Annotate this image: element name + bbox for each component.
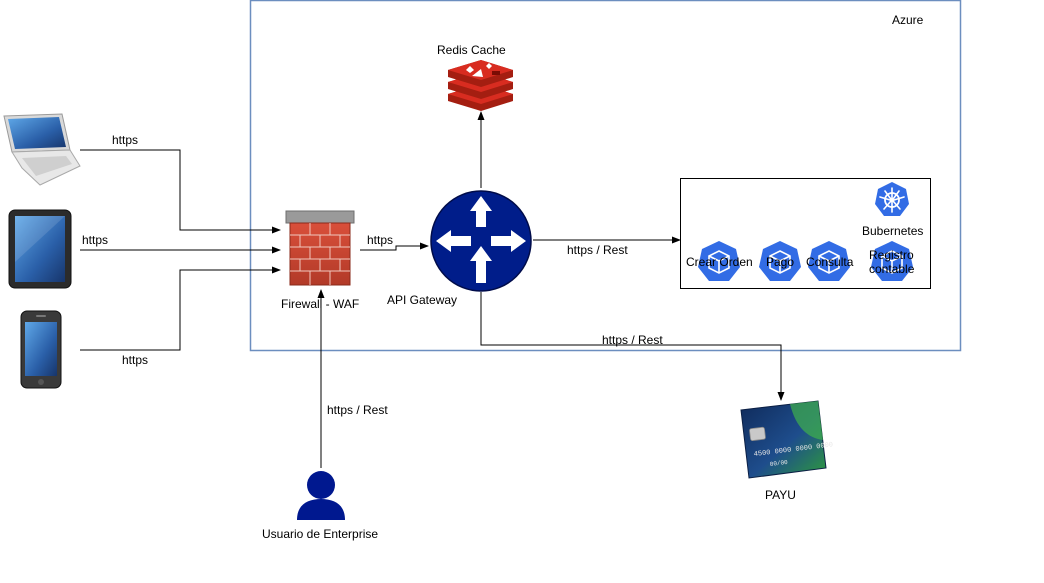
edge-label-user-waf: https / Rest	[327, 403, 388, 417]
edge-label-tablet: https	[82, 233, 108, 247]
service-consulta[interactable]	[808, 241, 850, 281]
azure-container[interactable]	[249, 0, 962, 352]
user-icon[interactable]	[297, 471, 345, 520]
api-gateway-label: API Gateway	[387, 293, 457, 307]
edge-label-gateway-payu: https / Rest	[602, 333, 663, 347]
payu-label: PAYU	[765, 488, 796, 502]
payu-card-icon[interactable]: 4500 0000 0000 0000 00/00	[740, 400, 834, 479]
payu-card-name: 00/00	[769, 459, 788, 468]
edge-label-waf-gateway: https	[367, 233, 393, 247]
tablet-icon[interactable]	[8, 209, 72, 289]
azure-label: Azure	[892, 13, 924, 27]
service-label-consulta: Consulta	[806, 255, 854, 269]
firewall-icon[interactable]	[285, 210, 355, 286]
service-pago[interactable]	[759, 241, 801, 281]
service-registro-contable[interactable]	[871, 241, 913, 281]
service-label-pago: Pago	[766, 255, 794, 269]
kubernetes-label: Bubernetes	[862, 224, 923, 238]
edge-label-phone: https	[122, 353, 148, 367]
edge-label-laptop: https	[112, 133, 138, 147]
kubernetes-icon[interactable]	[875, 182, 909, 216]
kubernetes-cluster-box[interactable]	[680, 178, 931, 289]
edge-laptop-waf[interactable]	[80, 149, 281, 234]
firewall-label: Firewall - WAF	[281, 297, 359, 311]
redis-label: Redis Cache	[437, 43, 506, 57]
redis-icon[interactable]	[448, 60, 513, 111]
service-label-registro-line1: Registro	[869, 248, 914, 262]
edge-waf-gateway[interactable]	[360, 242, 429, 251]
smartphone-icon[interactable]	[20, 310, 62, 389]
user-label: Usuario de Enterprise	[262, 527, 378, 541]
edge-label-gateway-k8s: https / Rest	[567, 243, 628, 257]
service-crear-orden[interactable]	[698, 241, 740, 281]
service-label-registro-line2: contable	[869, 262, 915, 276]
edge-phone-waf[interactable]	[80, 266, 281, 351]
edge-gateway-payu[interactable]	[480, 292, 785, 401]
api-gateway-icon[interactable]	[430, 190, 532, 292]
laptop-icon[interactable]	[3, 113, 81, 186]
service-label-crear-orden: Crear Orden	[686, 255, 753, 269]
